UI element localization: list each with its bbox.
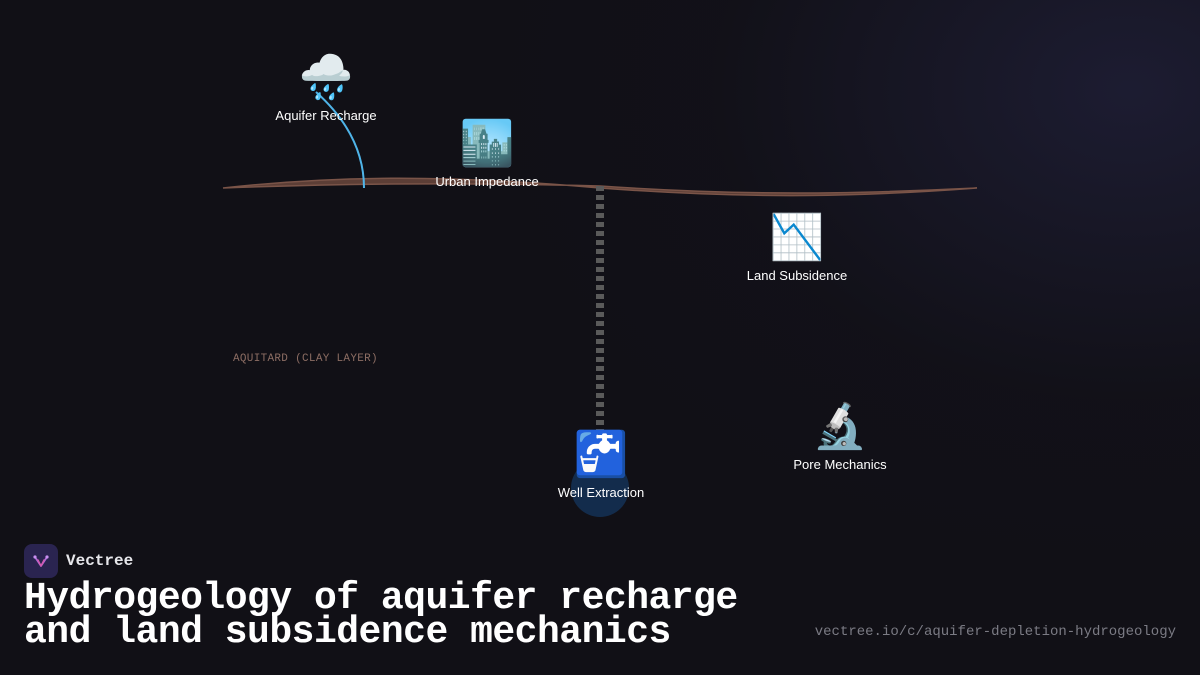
node-pore-mechanics: 🔬 Pore Mechanics [793, 401, 886, 472]
recharge-flow-path [315, 91, 365, 189]
vectree-logo-icon [24, 544, 58, 578]
well-extraction-pool [571, 459, 629, 517]
node-label-aquifer-recharge: Aquifer Recharge [275, 108, 377, 123]
rain-cloud-icon: 🌧️ [298, 52, 354, 103]
chart-decreasing-icon: 📉 [769, 212, 825, 263]
node-aquifer-recharge: 🌧️ Aquifer Recharge [275, 52, 376, 123]
brand-name: Vectree [66, 552, 134, 570]
node-label-well-extraction: Well Extraction [557, 485, 645, 500]
brand: Vectree [24, 544, 133, 578]
water-tap-icon: 🚰 [573, 429, 629, 480]
node-label-land-subsidence: Land Subsidence [746, 268, 848, 283]
aquitard-layer-label: AQUITARD (CLAY LAYER) [233, 353, 378, 365]
cityscape-icon: 🏙️ [459, 118, 515, 169]
node-label-urban-impedance: Urban Impedance [435, 174, 539, 189]
microscope-icon: 🔬 [812, 401, 868, 452]
vectree-logo-glyph [33, 555, 49, 567]
node-land-subsidence: 📉 Land Subsidence [747, 212, 847, 283]
node-urban-impedance: 🏙️ Urban Impedance [435, 118, 538, 189]
page-title: Hydrogeology of aquifer recharge and lan… [24, 577, 738, 654]
node-label-pore-mechanics: Pore Mechanics [793, 457, 887, 472]
source-url: vectree.io/c/aquifer-depletion-hydrogeol… [814, 624, 1176, 640]
node-well-extraction: 🚰 Well Extraction [558, 429, 644, 500]
